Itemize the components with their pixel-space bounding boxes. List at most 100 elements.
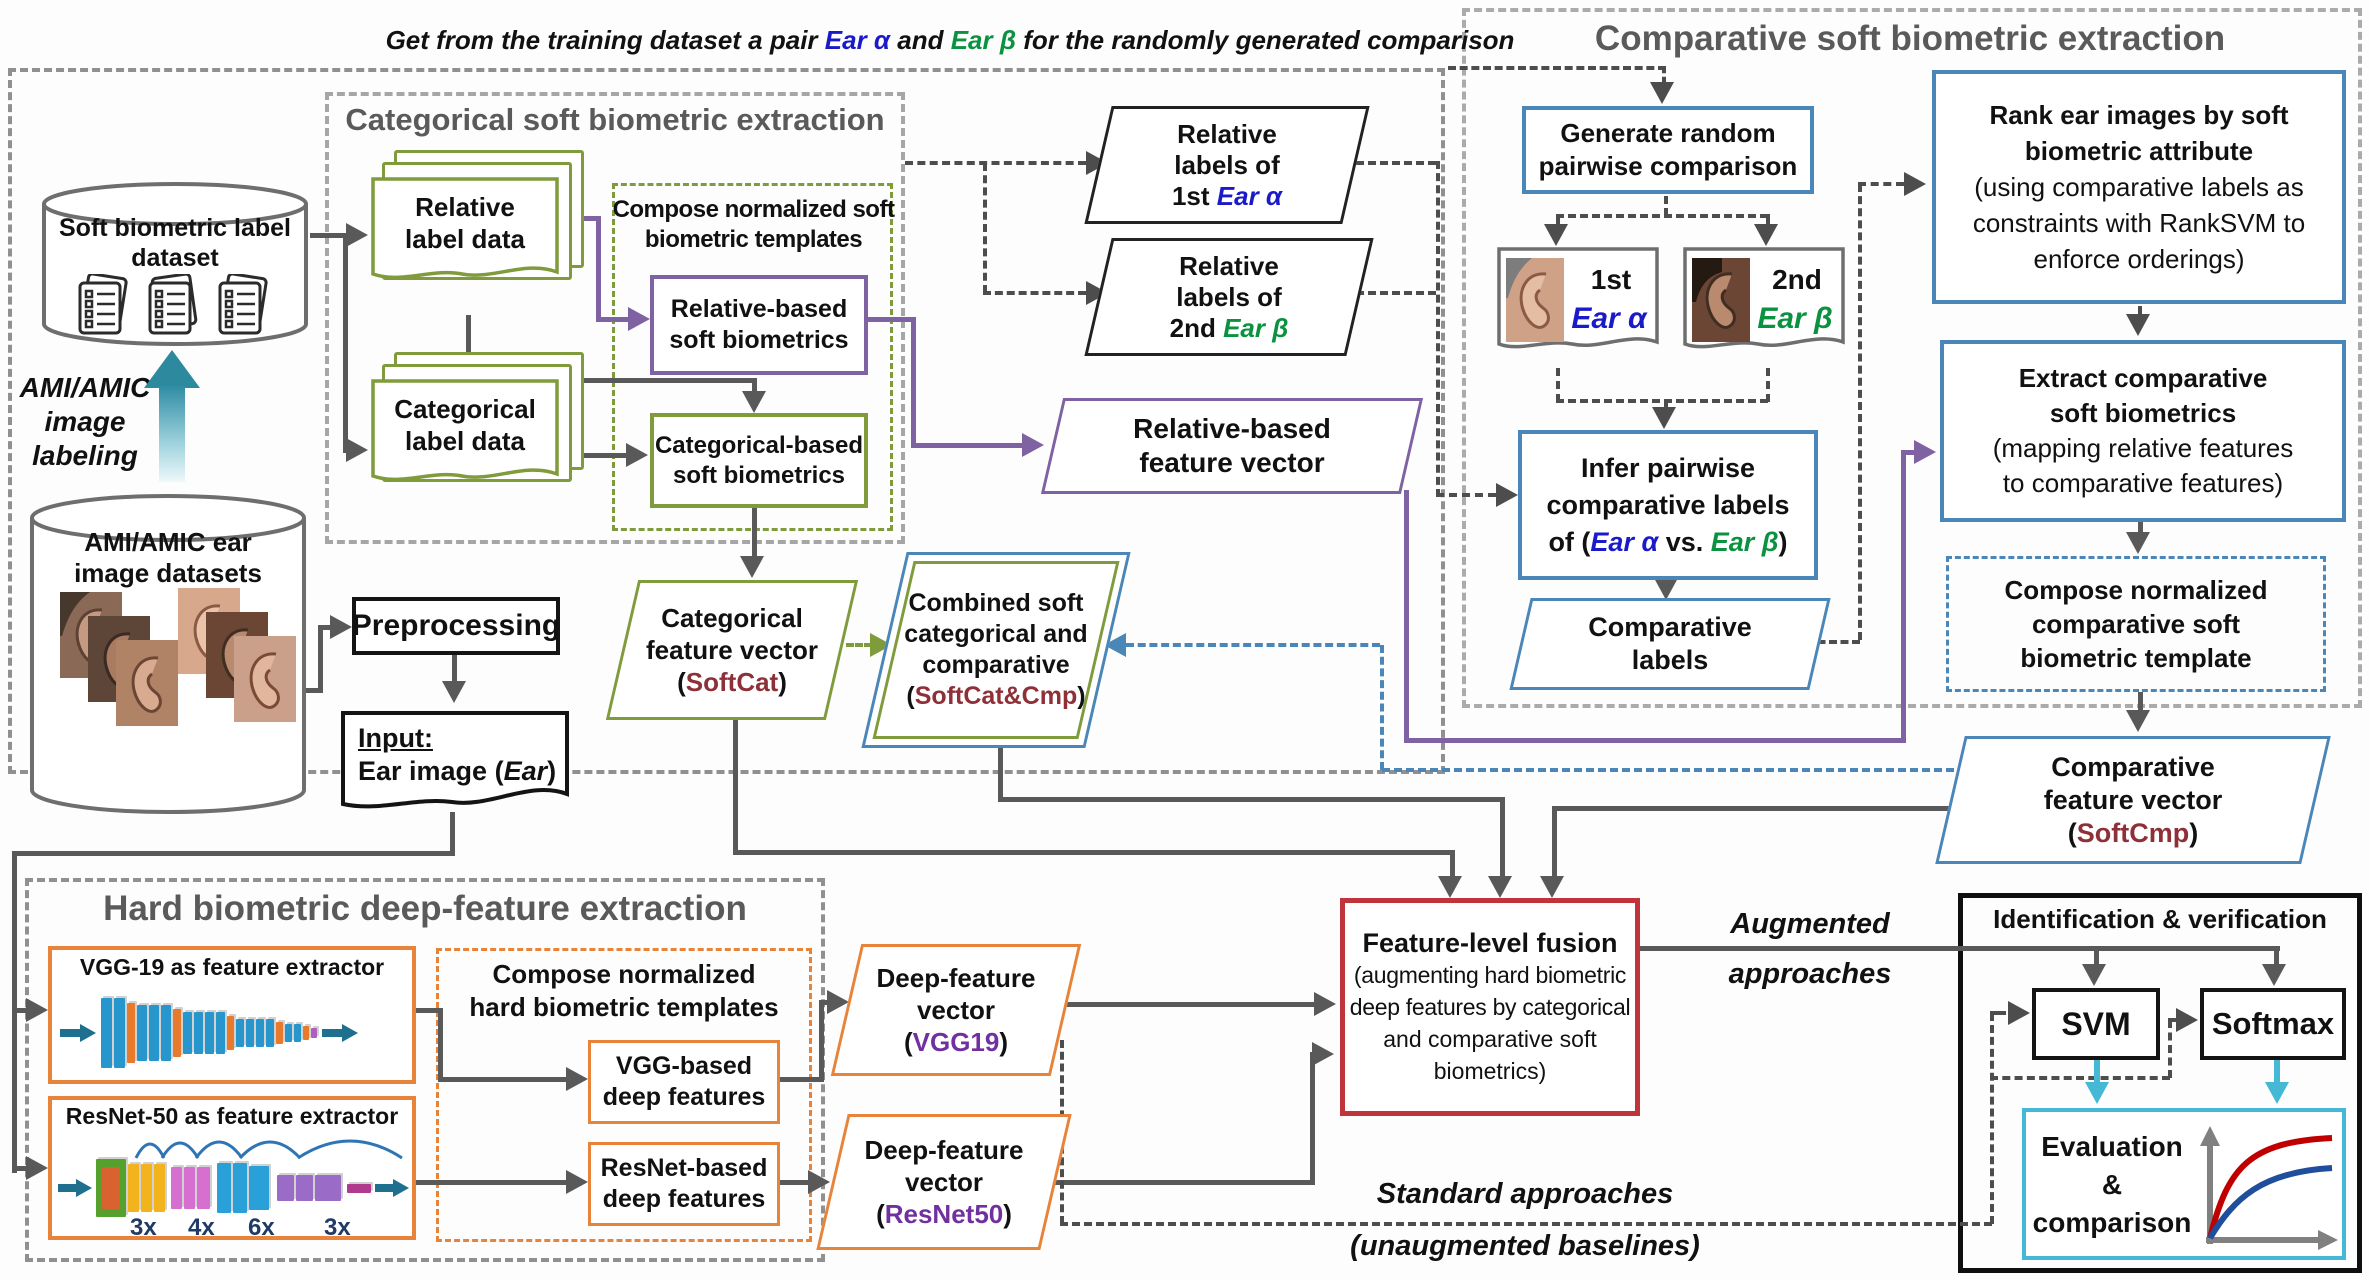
- connector-line: [1500, 797, 1505, 882]
- connector-dashed: [1436, 493, 1496, 497]
- eval-line1: Evaluation: [2041, 1131, 2183, 1162]
- card-ear-label: Ear β: [1757, 302, 1833, 335]
- labeling-line3: labeling: [32, 440, 138, 471]
- pool-layer: [227, 1016, 234, 1050]
- arrowhead: [742, 391, 766, 413]
- fusion-line3: deep features by categorical: [1349, 994, 1631, 1020]
- comparative-panel-title: Comparative soft biometric extraction: [1594, 19, 2226, 58]
- arrowhead: [2085, 1082, 2109, 1104]
- labeling-note: AMI/AMIC image labeling: [20, 372, 151, 472]
- relative-based-box: Relative-based soft biometrics: [650, 275, 868, 375]
- augmented-approaches-label: Augmented: [1700, 906, 1920, 942]
- compose-hard-line1: Compose normalized: [492, 959, 756, 989]
- checklist-icon: [148, 274, 198, 335]
- connector-line: [819, 1000, 829, 1005]
- connector-line: [752, 378, 757, 393]
- checklist-icon: [78, 274, 128, 335]
- infer-line1: Infer pairwise: [1580, 452, 1756, 483]
- conv-layer: [246, 1019, 254, 1047]
- fusion-line4: and comparative soft: [1383, 1026, 1597, 1052]
- cmc-curves-plot: [2200, 1126, 2338, 1250]
- input-line1: Input:: [358, 723, 433, 753]
- softcat-line2: feature vector: [646, 635, 818, 665]
- categorical-based-box: Categorical-based soft biometrics: [650, 413, 868, 508]
- connector-dashed: [1806, 640, 1860, 644]
- conv-layer: [205, 1012, 214, 1054]
- svm-box: SVM: [2032, 988, 2160, 1060]
- doc-shape: [341, 711, 569, 809]
- connector-line: [596, 216, 601, 322]
- arrowhead: [2176, 1008, 2198, 1032]
- dfv-res-tag: ResNet50: [884, 1199, 1004, 1229]
- conv-layer: [236, 1019, 244, 1047]
- relative-label-data-label: Relative label data: [370, 186, 560, 260]
- combined-line3: comparative: [922, 651, 1070, 679]
- input-line2-close: ): [547, 756, 557, 786]
- infer-labels-box: Infer pairwise comparative labels of (Ea…: [1518, 430, 1818, 580]
- flow-arrow-icon: [58, 1179, 92, 1197]
- compose-hard-templates-box: [436, 948, 812, 1242]
- preprocessing-box: Preprocessing: [352, 597, 560, 655]
- res-block: [154, 1164, 165, 1212]
- paren: ): [1077, 682, 1086, 710]
- connector-line: [450, 812, 455, 856]
- doc-shape: [371, 177, 559, 280]
- evaluation-box: Evaluation & comparison: [2022, 1108, 2346, 1260]
- compose-hard-line2: hard biometric templates: [469, 992, 779, 1022]
- label-line1: Categorical: [394, 394, 536, 424]
- infer-line2: comparative labels: [1546, 489, 1790, 520]
- arrowhead: [1022, 433, 1044, 457]
- connector-line: [438, 1077, 566, 1082]
- connector-line: [1310, 1054, 1315, 1185]
- card-ordinal: 2nd: [1772, 264, 1822, 295]
- paren: (: [876, 1199, 885, 1229]
- dataset-label-line2: dataset: [131, 244, 219, 272]
- augmented-approaches-label2: approaches: [1700, 956, 1920, 992]
- compose-soft-line1: Compose normalized soft: [612, 196, 895, 223]
- connector-line: [12, 851, 455, 856]
- rbfv-line2: feature vector: [1139, 447, 1325, 478]
- arrowhead: [1652, 407, 1676, 429]
- connector-dashed: [1990, 1076, 2170, 1080]
- title-ear-alpha: Ear α: [824, 24, 891, 55]
- rank-line1: Rank ear images by soft: [1989, 100, 2289, 130]
- resnet-extractor-box: ResNet-50 as feature extractor: [48, 1096, 416, 1241]
- augmented-line2: approaches: [1728, 957, 1892, 990]
- connector-dashed: [1344, 161, 1436, 165]
- pool-layer: [276, 1022, 283, 1044]
- connector-dashed: [1990, 1013, 1994, 1224]
- relative-based-line2: soft biometrics: [669, 326, 849, 354]
- ear-dataset-cylinder: AMI/AMIC ear image datasets: [28, 490, 308, 820]
- arrowhead: [1312, 1042, 1334, 1066]
- connector-dashed: [1436, 161, 1440, 497]
- arrowhead: [1754, 224, 1778, 246]
- flow-arrow-icon: [322, 1024, 358, 1042]
- connector-dashed: [1356, 291, 1436, 295]
- ear-image: [1692, 258, 1750, 342]
- connector-line: [2138, 692, 2143, 712]
- connector-dashed: [1448, 66, 1666, 70]
- rank-line4: constraints with RankSVM to: [1972, 208, 2306, 238]
- paren: ): [778, 667, 787, 697]
- compose-cmp-line1: Compose normalized: [2004, 575, 2268, 605]
- extract-line1: Extract comparative: [2018, 363, 2268, 393]
- p2-line1: Relative: [1179, 250, 1279, 281]
- standard-line2: (unaugmented baselines): [1350, 1229, 1700, 1262]
- connector-dashed: [2168, 1020, 2172, 1078]
- title-ear-beta: Ear β: [950, 24, 1016, 55]
- extract-comparative-box: Extract comparative soft biometrics (map…: [1940, 340, 2346, 522]
- ear-card-alpha: 1st Ear α: [1496, 246, 1660, 368]
- infer-ear-beta: Ear β: [1710, 526, 1779, 557]
- softcat-line1: Categorical: [661, 603, 803, 633]
- res-block: [296, 1175, 313, 1201]
- rank-box: Rank ear images by soft biometric attrib…: [1932, 70, 2346, 304]
- arrowhead: [827, 990, 849, 1014]
- connector-dashed: [2168, 1018, 2178, 1022]
- paren: (: [2067, 817, 2077, 848]
- input-line2: Ear image (: [358, 756, 504, 786]
- arrowhead: [2262, 964, 2286, 986]
- arrowhead: [26, 998, 48, 1022]
- connector-line: [1552, 806, 1557, 882]
- rbfv-line1: Relative-based: [1133, 413, 1331, 444]
- connector-line: [318, 625, 323, 693]
